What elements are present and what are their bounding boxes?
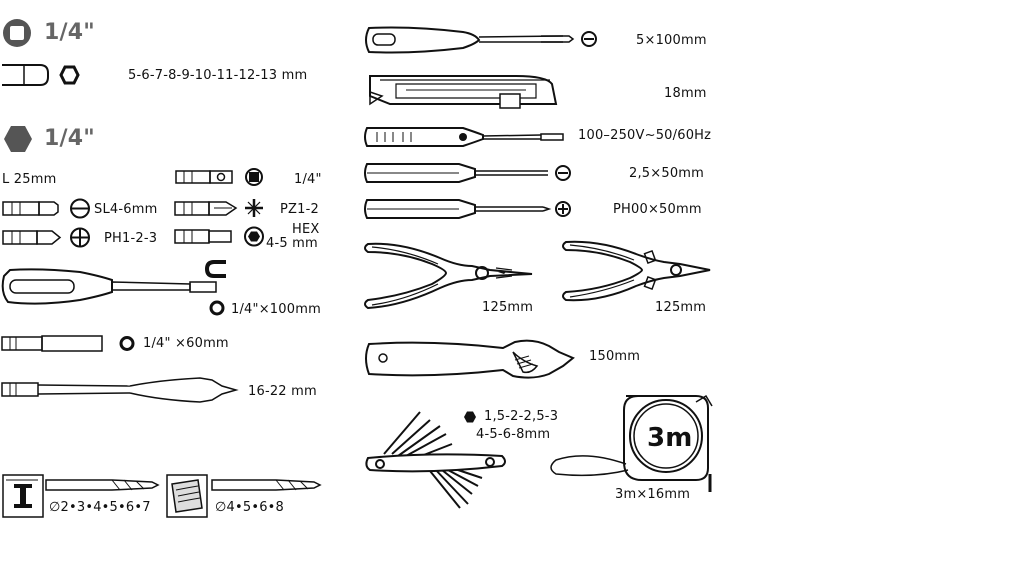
metal-drill-icon	[2, 474, 162, 524]
combination-pliers-icon	[362, 236, 542, 320]
voltage-tester-range: 100–250V~50/60Hz	[578, 128, 712, 143]
utility-knife-icon	[366, 70, 566, 118]
tape-measure-icon	[546, 390, 716, 498]
precision-slotted-size: 2,5×50mm	[629, 166, 705, 181]
precision-slotted-icon	[363, 160, 575, 190]
spade-bit-size: 16-22 mm	[248, 384, 317, 399]
bit-holder-handle-icon	[0, 258, 240, 332]
slotted-size: SL4-6mm	[94, 202, 158, 217]
bit-holder-size: 1/4"×100mm	[231, 302, 321, 317]
tape-measure-badge: 3m	[647, 423, 693, 453]
bit-drive-size: 1/4"	[44, 126, 95, 151]
socket-sizes: 5-6-7-8-9-10-11-12-13 mm	[128, 68, 308, 83]
adjustable-wrench-icon	[363, 336, 583, 390]
extension-bar-icon	[0, 333, 140, 359]
voltage-tester-icon	[363, 124, 573, 154]
hex-key-sizes-line2: 4-5-6-8mm	[476, 427, 551, 442]
side-cutters-icon	[560, 236, 720, 312]
hex-key-set-icon	[362, 408, 512, 516]
socket-icon	[0, 61, 90, 91]
hex-bit-icon	[174, 226, 270, 252]
adjustable-wrench-size: 150mm	[589, 349, 641, 364]
bit-length: L 25mm	[2, 172, 57, 187]
side-cutters-size: 125mm	[655, 300, 707, 315]
slotted-bit-icon	[2, 198, 94, 223]
screwdriver-size: 5×100mm	[636, 33, 707, 48]
metal-drill-sizes: ∅2•3•4•5•6•7	[49, 500, 151, 515]
precision-phillips-size: PH00×50mm	[613, 202, 702, 217]
pozidriv-size: PZ1-2	[280, 202, 319, 217]
socket-drive-size: 1/4"	[44, 20, 95, 45]
screwdriver-icon	[363, 20, 603, 64]
phillips-bit-icon	[2, 227, 94, 252]
tape-measure-size: 3m×16mm	[615, 487, 691, 502]
pozidriv-bit-icon	[174, 198, 270, 224]
combination-pliers-size: 125mm	[482, 300, 534, 315]
square-drive-icon	[2, 18, 32, 52]
phillips-size: PH1-2-3	[104, 231, 158, 246]
hex-key-sizes-line1: 1,5-2-2,5-3	[484, 409, 559, 424]
bit-adapter-icon	[174, 168, 264, 192]
spade-bit-icon	[0, 372, 240, 416]
adapter-size: 1/4"	[294, 172, 322, 187]
hex-key-icon	[463, 409, 477, 428]
hex-sizes: 4-5 mm	[266, 236, 318, 251]
precision-phillips-icon	[363, 196, 575, 226]
wood-drill-icon	[166, 474, 326, 524]
hex-drive-icon	[2, 124, 34, 158]
extension-size: 1/4" ×60mm	[143, 336, 229, 351]
utility-knife-size: 18mm	[664, 86, 707, 101]
hex-label: HEX	[292, 222, 320, 237]
wood-drill-sizes: ∅4•5•6•8	[215, 500, 285, 515]
